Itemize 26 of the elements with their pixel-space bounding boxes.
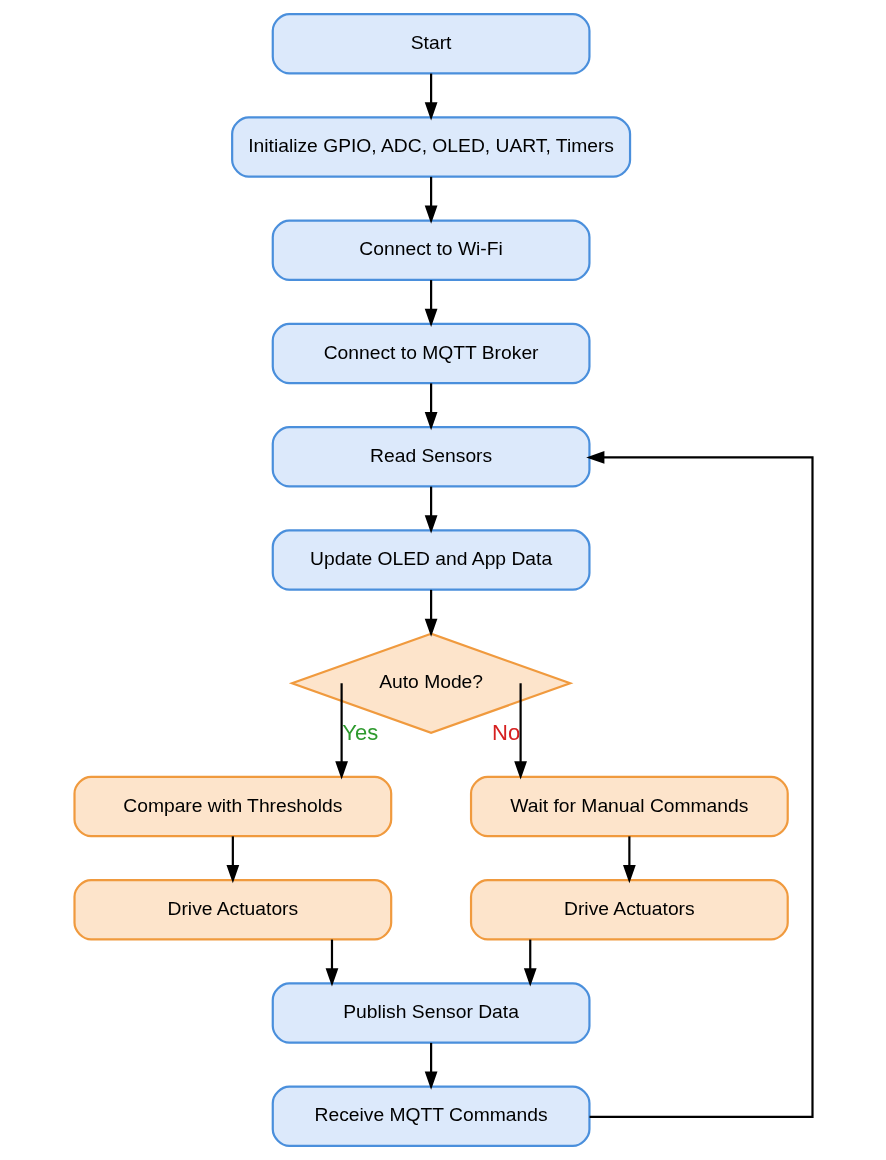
arrow: [334, 683, 348, 780]
arrow: [225, 836, 239, 884]
node-box: Receive MQTT Commands: [271, 1085, 591, 1147]
arrow: [424, 486, 437, 534]
arrow: [325, 939, 338, 987]
node-box: Compare with Thresholds: [72, 775, 392, 838]
node-box: Initialize GPIO, ADC, OLED, UART, Timers: [230, 116, 631, 178]
node-box: Connect to Wi-Fi: [271, 219, 591, 281]
arrow: [622, 836, 636, 884]
arrow: [424, 1042, 437, 1090]
node-box: Wait for Manual Commands: [469, 775, 789, 838]
node-box: Connect to MQTT Broker: [271, 322, 591, 385]
arrow: [424, 176, 437, 224]
arrow: [585, 451, 814, 1119]
arrow: [424, 383, 437, 431]
node-box: Drive Actuators: [469, 879, 789, 941]
arrow: [424, 73, 437, 121]
arrow: [424, 589, 437, 637]
node-box: Drive Actuators: [72, 879, 392, 941]
node-box: Publish Sensor Data: [271, 982, 591, 1044]
arrow: [513, 683, 527, 780]
node-box: Start: [271, 13, 591, 75]
node-box: Update OLED and App Data: [271, 529, 591, 591]
arrow: [523, 939, 537, 987]
arrow: [424, 280, 437, 328]
node-box: Read Sensors: [271, 426, 591, 488]
